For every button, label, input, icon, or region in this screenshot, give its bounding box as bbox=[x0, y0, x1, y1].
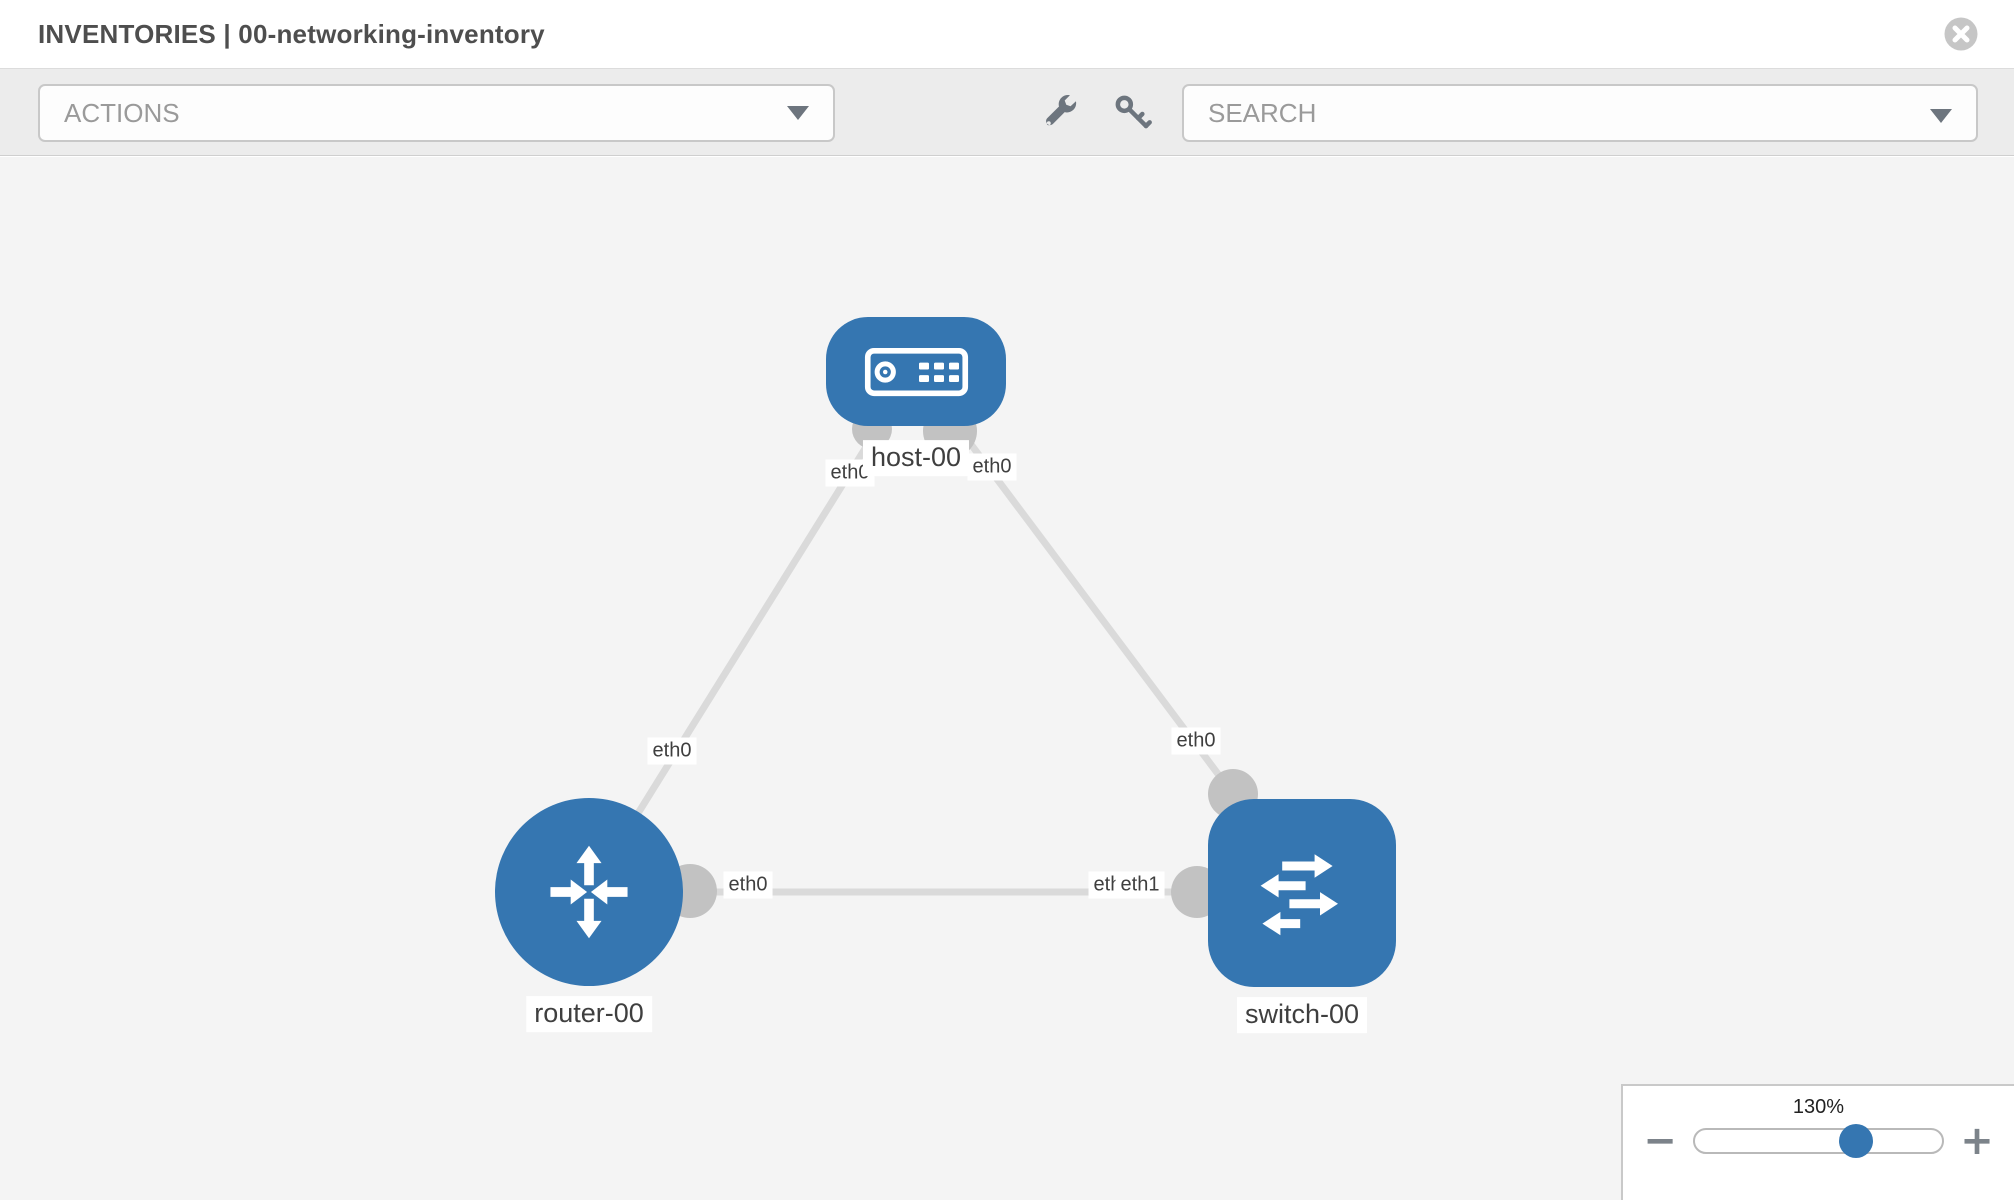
chevron-down-icon bbox=[787, 106, 809, 120]
zoom-slider-knob[interactable] bbox=[1839, 1124, 1874, 1158]
close-icon bbox=[1944, 17, 1978, 51]
zoom-out-button[interactable]: − bbox=[1643, 1118, 1677, 1164]
topology-canvas[interactable]: host-00 router-00 switch-00 eth0 eth0 et… bbox=[0, 157, 2014, 1200]
node-label-host: host-00 bbox=[862, 440, 970, 476]
window-header: INVENTORIES | 00-networking-inventory bbox=[0, 0, 2014, 68]
node-router-00[interactable] bbox=[495, 798, 683, 986]
zoom-level-value: 130% bbox=[1792, 1096, 1845, 1118]
links-layer bbox=[586, 368, 1258, 918]
key-icon bbox=[1115, 95, 1152, 129]
switch-icon bbox=[1260, 854, 1338, 936]
page-title: INVENTORIES | 00-networking-inventory bbox=[38, 18, 545, 49]
node-switch-00[interactable] bbox=[1208, 799, 1396, 987]
actions-dropdown[interactable]: ACTIONS bbox=[38, 84, 835, 142]
search-dropdown[interactable] bbox=[1182, 84, 1978, 142]
node-label-switch: switch-00 bbox=[1236, 997, 1368, 1033]
configure-button[interactable] bbox=[1040, 93, 1078, 131]
interface-label: eth0 bbox=[1171, 727, 1221, 755]
interface-label: eth0 bbox=[723, 871, 773, 899]
interface-label: eth0 bbox=[825, 459, 875, 487]
interface-label: eth0 bbox=[647, 737, 697, 765]
actions-dropdown-label: ACTIONS bbox=[64, 97, 180, 128]
chevron-down-icon bbox=[1930, 109, 1952, 123]
credentials-button[interactable] bbox=[1112, 92, 1152, 132]
interface-label: eth0 bbox=[967, 453, 1017, 481]
close-button[interactable] bbox=[1942, 15, 1980, 53]
toolbar: ACTIONS bbox=[0, 68, 2014, 156]
router-icon bbox=[550, 845, 628, 939]
wrench-icon bbox=[1046, 95, 1077, 126]
host-icon bbox=[864, 347, 968, 396]
interface-label: eth1 bbox=[1115, 871, 1165, 899]
search-input[interactable] bbox=[1184, 86, 1976, 140]
zoom-control-panel: 130% − + bbox=[1621, 1084, 2014, 1200]
toolbar-icon-group bbox=[1040, 69, 1152, 155]
zoom-in-button[interactable]: + bbox=[1960, 1118, 1994, 1164]
zoom-slider-track[interactable] bbox=[1693, 1124, 1944, 1158]
node-host-00[interactable] bbox=[826, 317, 1006, 426]
node-label-router: router-00 bbox=[526, 996, 652, 1032]
